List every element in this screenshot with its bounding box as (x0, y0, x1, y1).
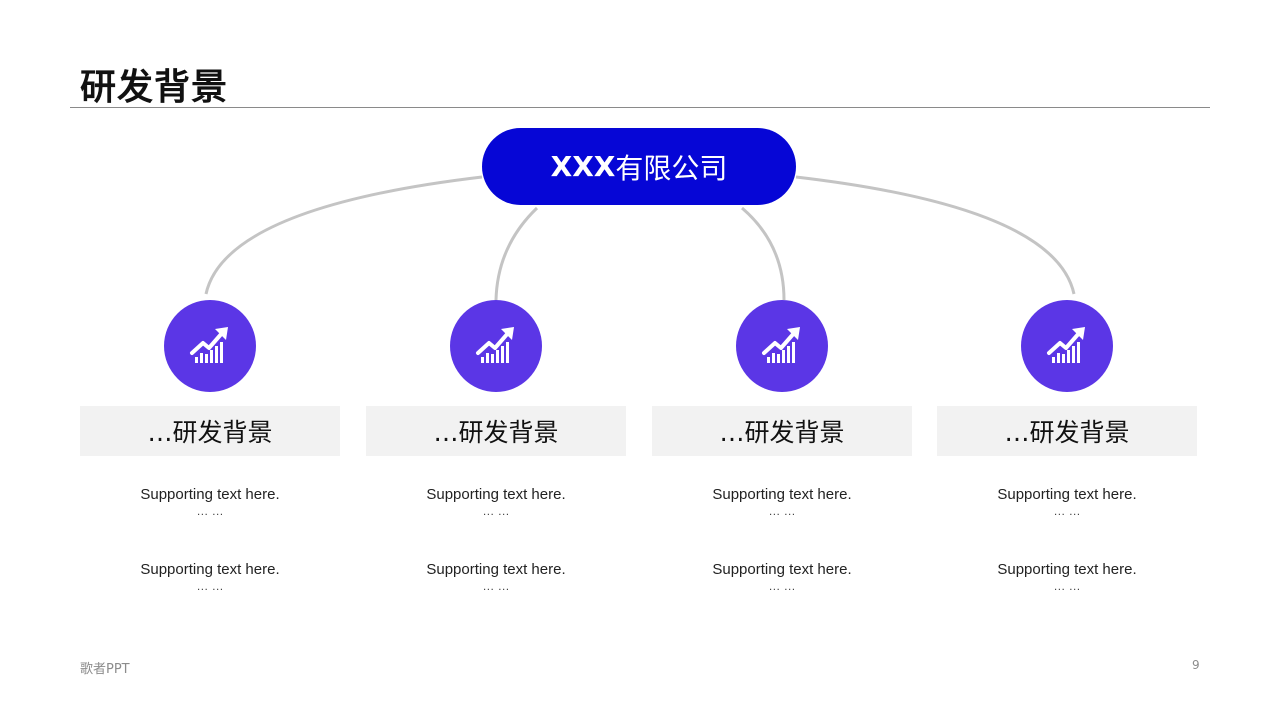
ellipsis-text: … … (768, 504, 796, 518)
ellipsis-text: … … (1053, 579, 1081, 593)
connector-line-3 (741, 206, 786, 301)
node-label: …研发背景 (366, 406, 626, 456)
background-node-3: …研发背景 Supporting text here.… … Supportin… (652, 300, 912, 636)
growth-chart-icon (736, 300, 828, 392)
supporting-text-group: Supporting text here.… … Supporting text… (937, 486, 1197, 636)
footer-brand: 歌者PPT (80, 662, 130, 677)
page-title: 研发背景 (80, 67, 229, 108)
supporting-text: Supporting text here. (997, 486, 1137, 503)
connector-line-2 (494, 206, 539, 301)
ellipsis-text: … … (768, 579, 796, 593)
connector-line-4 (795, 175, 1076, 295)
growth-chart-icon (1021, 300, 1113, 392)
ellipsis-text: … … (1053, 504, 1081, 518)
background-node-1: …研发背景 Supporting text here.… … Supportin… (80, 300, 340, 636)
node-label: …研发背景 (652, 406, 912, 456)
title-divider (70, 107, 1210, 108)
supporting-text: Supporting text here. (426, 486, 566, 503)
ellipsis-text: … … (196, 579, 224, 593)
ellipsis-text: … … (482, 579, 510, 593)
background-node-4: …研发背景 Supporting text here.… … Supportin… (937, 300, 1197, 636)
supporting-text: Supporting text here. (140, 486, 280, 503)
connector-line-1 (204, 175, 483, 295)
supporting-text-group: Supporting text here.… … Supporting text… (80, 486, 340, 636)
supporting-text: Supporting text here. (140, 561, 280, 578)
node-label: …研发背景 (937, 406, 1197, 456)
node-label: …研发背景 (80, 406, 340, 456)
supporting-text-group: Supporting text here.… … Supporting text… (366, 486, 626, 636)
growth-chart-icon (164, 300, 256, 392)
supporting-text-group: Supporting text here.… … Supporting text… (652, 486, 912, 636)
company-name-prefix: XXX (550, 150, 616, 183)
supporting-text: Supporting text here. (712, 486, 852, 503)
supporting-text: Supporting text here. (712, 561, 852, 578)
background-node-2: …研发背景 Supporting text here.… … Supportin… (366, 300, 626, 636)
ellipsis-text: … … (482, 504, 510, 518)
growth-chart-icon (450, 300, 542, 392)
page-number: 9 (1192, 658, 1200, 672)
company-name-suffix: 有限公司 (615, 151, 728, 185)
ellipsis-text: … … (196, 504, 224, 518)
supporting-text: Supporting text here. (997, 561, 1137, 578)
supporting-text: Supporting text here. (426, 561, 566, 578)
